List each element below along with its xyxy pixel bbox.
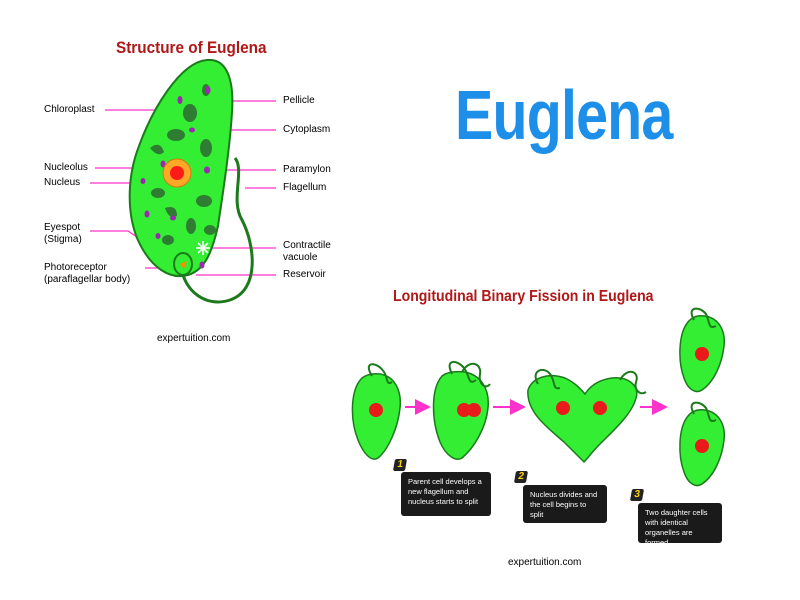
step-1-number: 1 — [392, 459, 408, 471]
paramylon-granules — [140, 86, 211, 269]
contractile-vacuole — [196, 241, 210, 255]
credit-fission: expertuition.com — [508, 557, 582, 568]
step-3-box: Two daughter cells with identical organe… — [638, 503, 722, 547]
fission-daughter-1 — [679, 307, 726, 393]
label-nucleus: Nucleus — [44, 177, 81, 188]
fission-cell-3 — [527, 368, 647, 464]
label-flagellum: Flagellum — [283, 182, 327, 193]
credit-structure: expertuition.com — [157, 333, 231, 344]
label-photoreceptor: Photoreceptor (paraflagellar body) — [44, 262, 130, 286]
label-reservoir: Reservoir — [283, 269, 326, 280]
step-2-number: 2 — [513, 471, 529, 483]
label-paramylon: Paramylon — [283, 164, 331, 175]
step-2-box: Nucleus divides and the cell begins to s… — [523, 485, 607, 523]
label-chloroplast: Chloroplast — [44, 104, 95, 115]
fission-title: Longitudinal Binary Fission in Euglena — [393, 288, 654, 305]
label-eyespot: Eyespot (Stigma) — [44, 222, 82, 246]
main-title: Euglena — [455, 76, 673, 154]
label-cytoplasm: Cytoplasm — [283, 124, 331, 135]
label-photoreceptor-line2: (paraflagellar body) — [44, 274, 131, 285]
euglena-structure — [128, 58, 254, 304]
label-photoreceptor-line1: Photoreceptor — [44, 262, 107, 273]
nucleolus — [170, 166, 184, 180]
fission-cell-1 — [351, 363, 402, 460]
label-eyespot-line1: Eyespot — [44, 222, 81, 233]
structure-title: Structure of Euglena — [116, 38, 267, 57]
fission-cell-2 — [432, 361, 491, 460]
step-3-number: 3 — [629, 489, 645, 501]
label-contractile-vacuole: Contractile vacuole — [283, 240, 331, 264]
label-contractile-line2: vacuole — [283, 252, 318, 263]
label-nucleolus: Nucleolus — [44, 162, 88, 173]
label-eyespot-line2: (Stigma) — [44, 234, 82, 245]
label-pellicle: Pellicle — [283, 95, 315, 106]
fission-daughter-2 — [679, 401, 726, 487]
eyespot — [180, 261, 187, 269]
step-1-box: Parent cell develops a new flagellum and… — [401, 472, 491, 516]
label-contractile-line1: Contractile — [283, 240, 331, 251]
